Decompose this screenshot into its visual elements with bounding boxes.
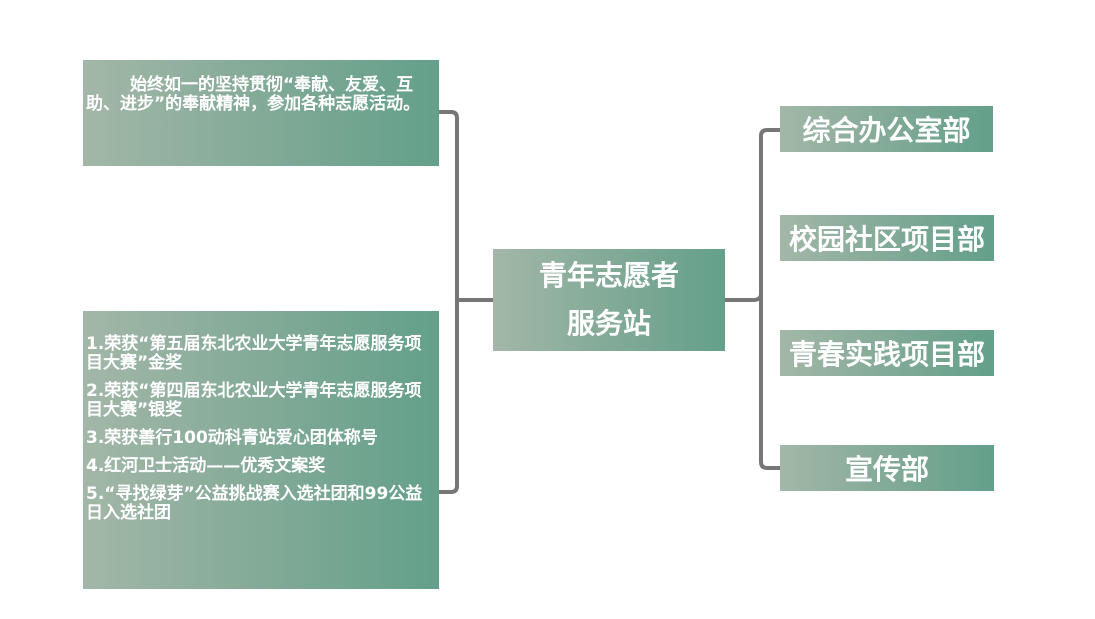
right-center-link — [723, 292, 763, 302]
awards-box: 1.荣获“第五届东北农业大学青年志愿服务项目大赛”金奖 2.荣获“第四届东北农业… — [83, 311, 439, 589]
center-title-line2: 服务站 — [566, 307, 651, 340]
award-item: 4.红河卫士活动——优秀文案奖 — [86, 456, 326, 476]
motto-box: 始终如一的坚持贯彻“奉献、友爱、互助、进步”的奉献精神，参加各种志愿活动。 — [83, 60, 439, 166]
award-item: 1.荣获“第五届东北农业大学青年志愿服务项目大赛”金奖 — [86, 334, 422, 373]
motto-text: 始终如一的坚持贯彻“奉献、友爱、互助、进步”的奉献精神，参加各种志愿活动。 — [86, 75, 421, 114]
award-item: 5.“寻找绿芽”公益挑战赛入选社团和99公益日入选社团 — [86, 484, 423, 523]
dept-general-office: 综合办公室部 — [780, 106, 993, 152]
dept-youth-practice: 青春实践项目部 — [780, 330, 994, 376]
award-item: 3.荣获善行100动科青站爱心团体称号 — [86, 428, 378, 448]
award-item: 2.荣获“第四届东北农业大学青年志愿服务项目大赛”银奖 — [86, 381, 422, 420]
right-bracket — [759, 128, 782, 470]
dept-campus-community: 校园社区项目部 — [780, 215, 994, 261]
dept-publicity: 宣传部 — [780, 445, 994, 491]
left-bracket — [437, 110, 459, 494]
center-node: 青年志愿者 服务站 — [493, 249, 725, 351]
center-title-line1: 青年志愿者 — [538, 259, 679, 292]
